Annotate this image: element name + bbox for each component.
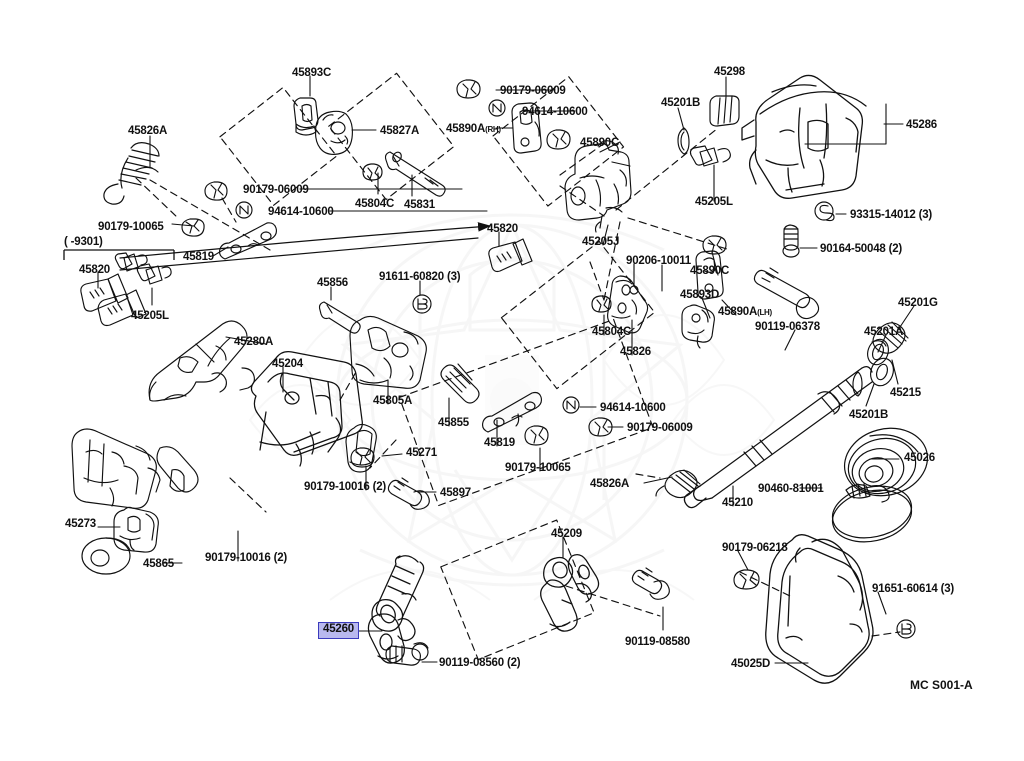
part-label-45804c[interactable]: 45804C (355, 198, 395, 210)
part-label-94614-10600[interactable]: 94614-10600 (268, 206, 334, 218)
part-label-45201b[interactable]: 45201B (849, 409, 889, 421)
part-label-45893d[interactable]: 45893D (680, 289, 720, 301)
part-label-45826a[interactable]: 45826A (590, 478, 630, 490)
part-label-90460-81001[interactable]: 90460-81001 (758, 483, 824, 495)
part-label-45865[interactable]: 45865 (143, 558, 174, 570)
part-label-45890c[interactable]: 45890C (580, 137, 620, 149)
part-label-45893c[interactable]: 45893C (292, 67, 332, 79)
part-label-45805a[interactable]: 45805A (373, 395, 413, 407)
part-label-90179-06218[interactable]: 90179-06218 (722, 542, 788, 554)
highlighted-part-45260[interactable]: 45260 (318, 622, 359, 639)
part-label-45819[interactable]: 45819 (484, 437, 515, 449)
part-label-90179-10065[interactable]: 90179-10065 (505, 462, 571, 474)
part-label-45201b[interactable]: 45201B (661, 97, 701, 109)
part-label-45819[interactable]: 45819 (183, 251, 214, 263)
part-label-90179-10016-2[interactable]: 90179-10016 (2) (205, 552, 288, 564)
part-label-90179-06009[interactable]: 90179-06009 (243, 184, 309, 196)
part-label-90164-50048-2[interactable]: 90164-50048 (2) (820, 243, 903, 255)
part-label-45827a[interactable]: 45827A (380, 125, 420, 137)
part-label-45831[interactable]: 45831 (404, 199, 435, 211)
part-label-90179-06009[interactable]: 90179-06009 (500, 85, 566, 97)
part-label-90179-10016-2[interactable]: 90179-10016 (2) (304, 481, 387, 493)
part-label-45205l[interactable]: 45205L (695, 196, 733, 208)
part-label-45280a[interactable]: 45280A (234, 336, 274, 348)
part-label-90119-08560-2[interactable]: 90119-08560 (2) (439, 657, 521, 669)
part-label-45890c[interactable]: 45890C (690, 265, 730, 277)
part-label-45209[interactable]: 45209 (551, 528, 582, 540)
date-range-bracket (63, 249, 175, 260)
part-label-90179-06009[interactable]: 90179-06009 (627, 422, 693, 434)
part-label-45855[interactable]: 45855 (438, 417, 469, 429)
part-label-90179-10065[interactable]: 90179-10065 (98, 221, 164, 233)
part-label-45215[interactable]: 45215 (890, 387, 921, 399)
sheet-code: MC S001-A (910, 678, 973, 692)
part-label-45286[interactable]: 45286 (906, 119, 937, 131)
part-label-45820[interactable]: 45820 (79, 264, 110, 276)
part-label-45820[interactable]: 45820 (487, 223, 518, 235)
part-label-45205l[interactable]: 45205L (131, 310, 169, 322)
part-label-45271[interactable]: 45271 (406, 447, 437, 459)
part-label-suffix: (LH) (757, 308, 772, 317)
part-label-45298[interactable]: 45298 (714, 66, 745, 78)
date-range-note: ( -9301) (64, 236, 103, 248)
part-label-45273[interactable]: 45273 (65, 518, 96, 530)
part-label-45204[interactable]: 45204 (272, 358, 303, 370)
part-label-45210[interactable]: 45210 (722, 497, 753, 509)
part-label-91651-60614-3[interactable]: 91651-60614 (3) (872, 583, 955, 595)
part-label-90119-06378[interactable]: 90119-06378 (755, 321, 820, 333)
part-label-45897[interactable]: 45897 (440, 487, 471, 499)
part-label-90206-10011[interactable]: 90206-10011 (626, 255, 691, 267)
part-label-45201a[interactable]: 45201A (864, 326, 904, 338)
part-label-45804c[interactable]: 45804C (592, 326, 632, 338)
part-label-45890a[interactable]: 45890A(RH) (446, 123, 501, 135)
part-label-91611-60820-3[interactable]: 91611-60820 (3) (379, 271, 461, 283)
part-label-90119-08580[interactable]: 90119-08580 (625, 636, 690, 648)
part-label-45201g[interactable]: 45201G (898, 297, 938, 309)
part-label-suffix: (RH) (485, 125, 501, 134)
part-label-45826[interactable]: 45826 (620, 346, 651, 358)
part-label-45025d[interactable]: 45025D (731, 658, 771, 670)
part-label-45205j[interactable]: 45205J (582, 236, 620, 248)
part-label-94614-10600[interactable]: 94614-10600 (522, 106, 588, 118)
part-label-94614-10600[interactable]: 94614-10600 (600, 402, 666, 414)
part-label-45856[interactable]: 45856 (317, 277, 348, 289)
part-label-45026[interactable]: 45026 (904, 452, 935, 464)
part-label-45890a[interactable]: 45890A(LH) (718, 306, 772, 318)
part-label-45826a[interactable]: 45826A (128, 125, 168, 137)
part-label-93315-14012-3[interactable]: 93315-14012 (3) (850, 209, 933, 221)
